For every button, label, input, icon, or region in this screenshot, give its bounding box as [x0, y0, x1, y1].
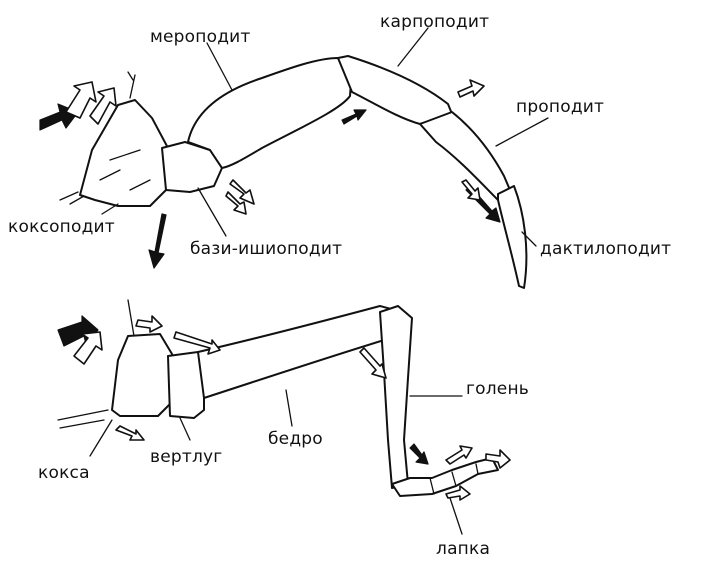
depressor-arrow: [149, 214, 166, 268]
dactylopodite-segment: [498, 186, 526, 288]
tarsus-arrow-black: [410, 444, 428, 464]
label-tibia: голень: [466, 379, 529, 399]
mero-carpo-arrow: [342, 110, 366, 124]
label-carpopodite: карпоподит: [380, 12, 489, 32]
label-coxopodite: коксоподит: [8, 217, 115, 237]
label-dactylopodite: дактилоподит: [540, 239, 671, 259]
leader-propodite: [496, 118, 548, 146]
label-coxa: кокса: [38, 463, 90, 483]
femur-segment: [198, 306, 404, 398]
meropodite-segment: [188, 58, 352, 168]
leader-basi-ischiopodite: [198, 188, 226, 236]
insect-leg: голень кокса вертлуг бедро лапка: [38, 300, 529, 559]
label-meropodite: мероподит: [150, 27, 251, 47]
leader-coxopodite: [102, 204, 118, 214]
coxa-top-arrow: [136, 316, 162, 332]
label-femur: бедро: [268, 429, 323, 449]
label-basi-ischiopodite: бази-ишиоподит: [190, 239, 342, 259]
label-propodite: проподит: [516, 97, 604, 117]
label-tarsus: лапка: [436, 539, 490, 559]
leader-meropodite: [207, 43, 232, 90]
leader-trochanter: [180, 418, 190, 440]
tibia-segment: [380, 306, 412, 488]
leader-tarsus: [450, 498, 462, 534]
dactyl-arrow-white: [462, 180, 480, 200]
trochanter-femur-arrow: [174, 332, 220, 354]
crustacean-leg: мероподит карпоподит проподит коксоподит…: [8, 12, 671, 288]
leader-coxa: [90, 420, 112, 456]
tarsus-arrow-1: [446, 446, 472, 464]
leader-femur: [286, 390, 292, 426]
label-trochanter: вертлуг: [150, 447, 222, 467]
carpo-propo-arrow: [458, 80, 484, 97]
coxa-segment: [112, 334, 174, 416]
coxa-bottom-arrow: [116, 426, 144, 440]
leader-carpopodite: [398, 28, 428, 66]
